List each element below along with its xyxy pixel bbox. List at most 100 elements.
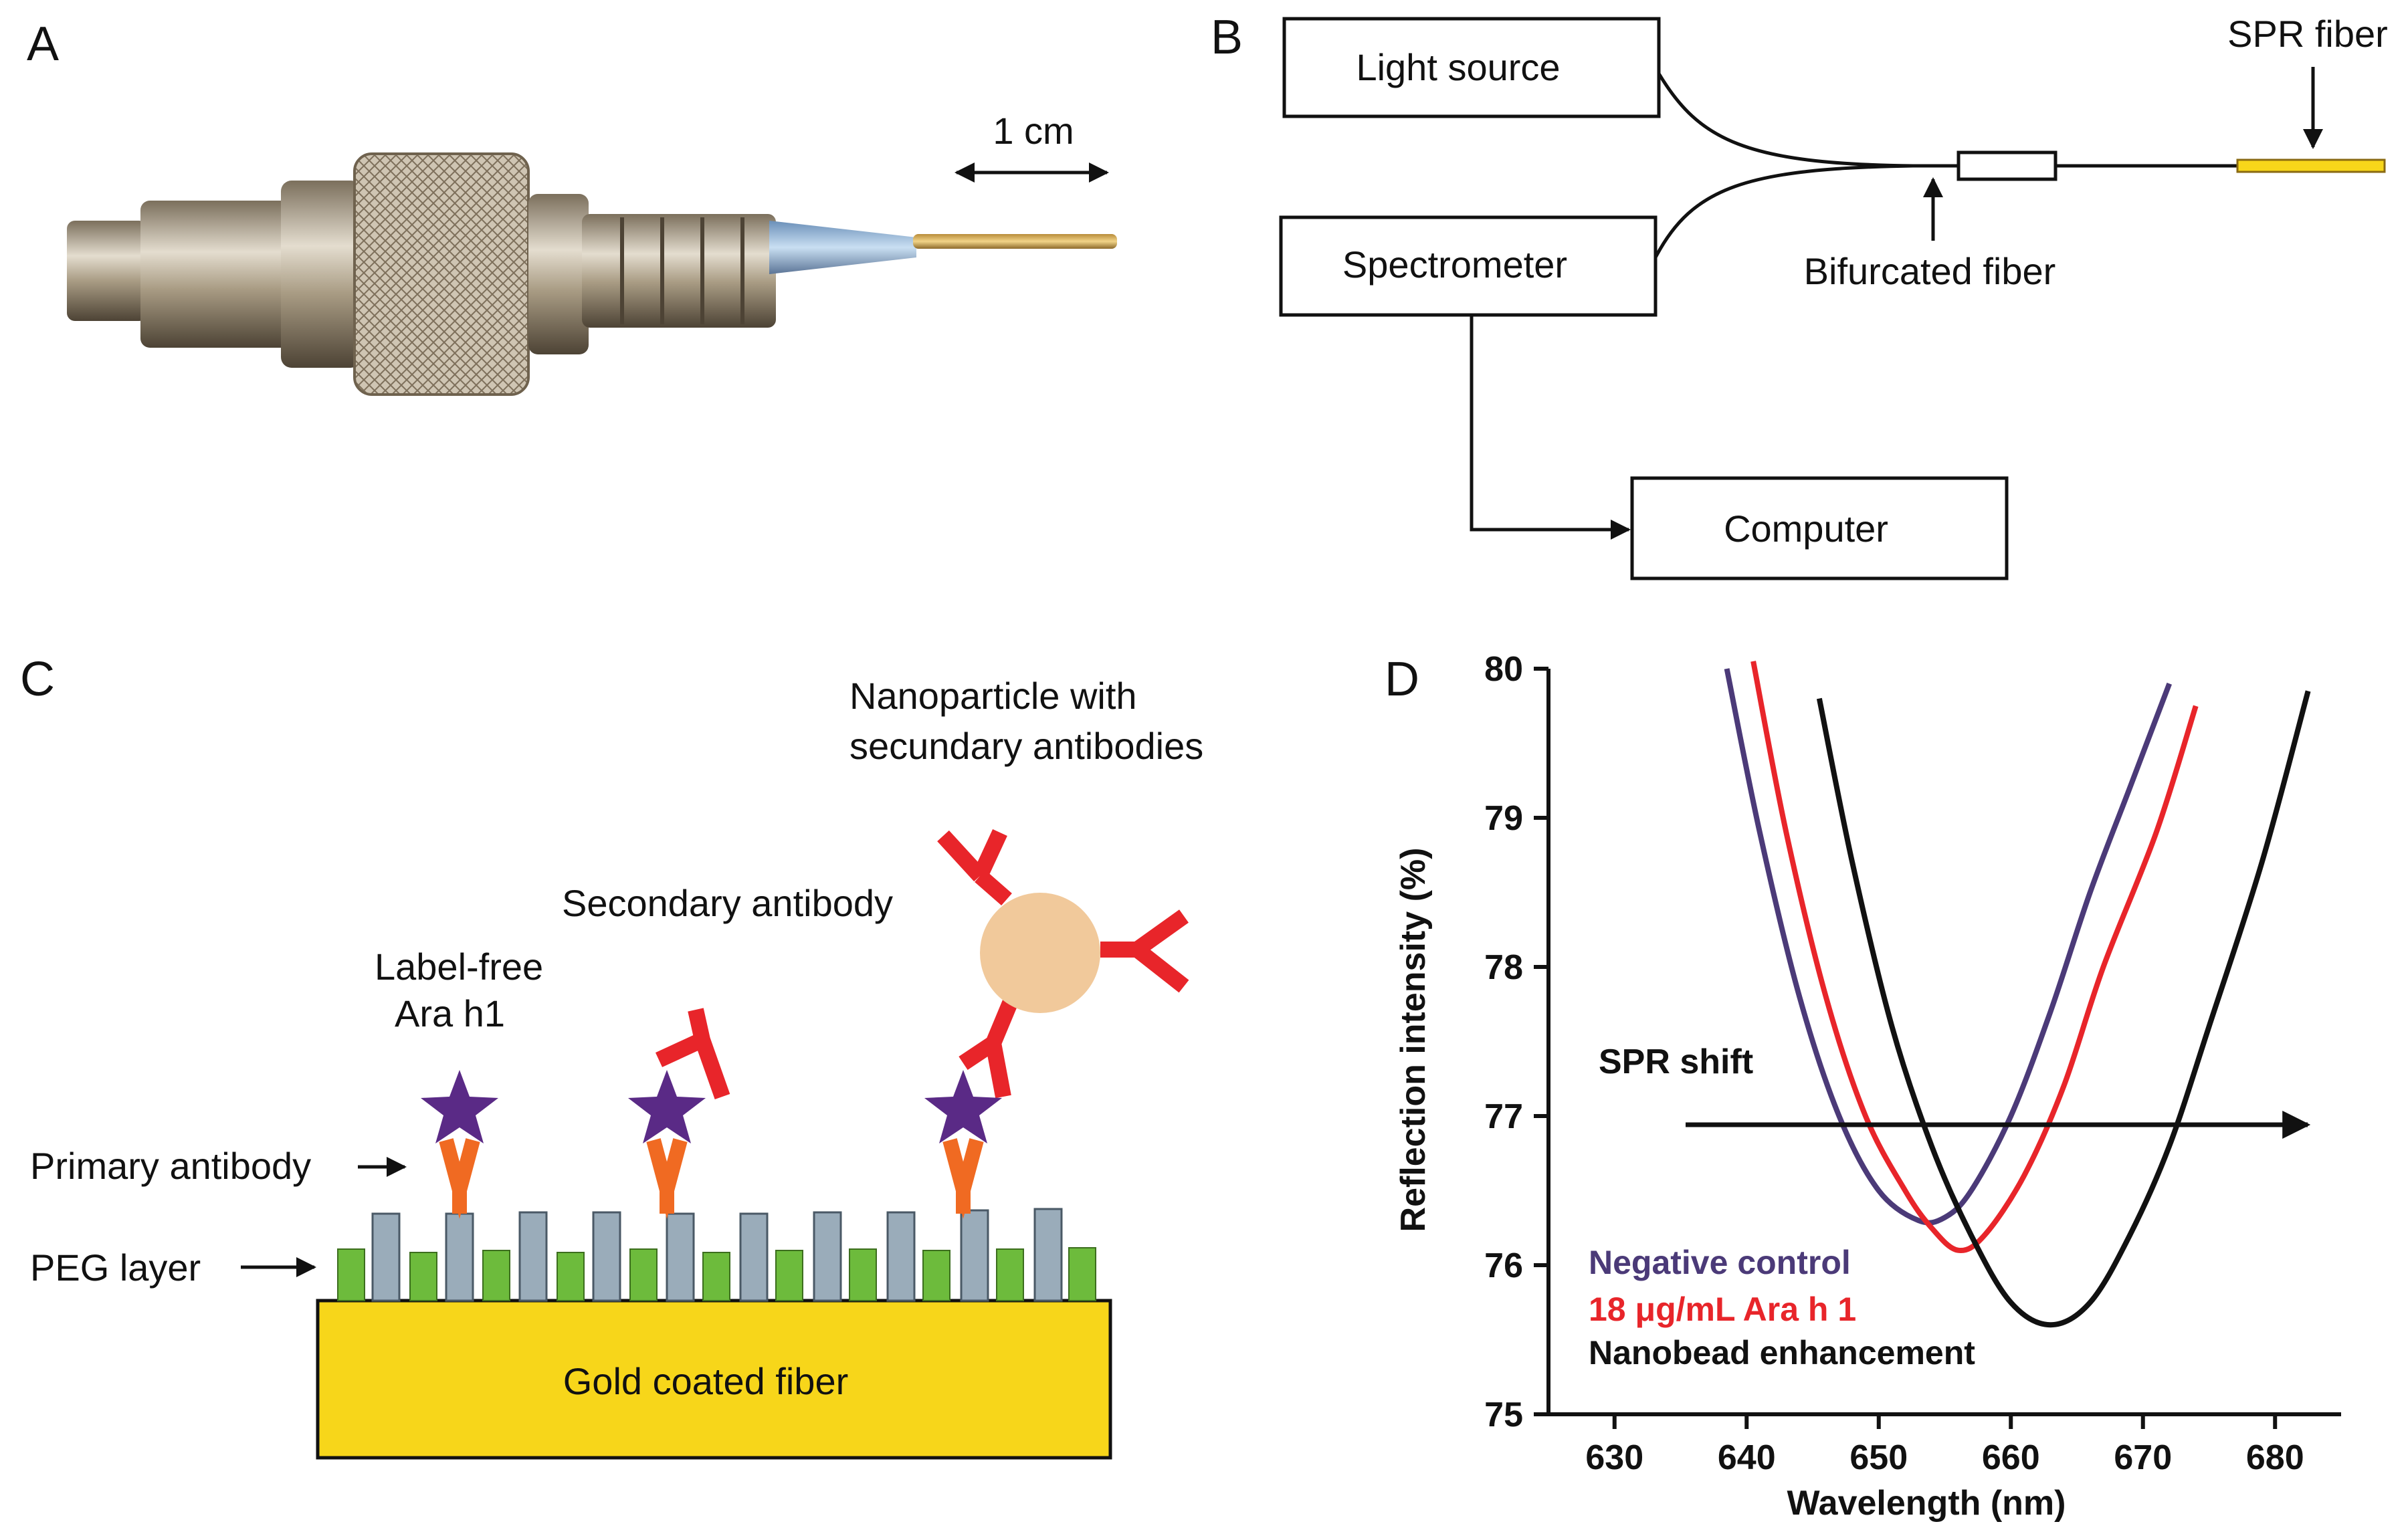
light-source-label: Light source	[1356, 46, 1560, 88]
panel-b: B Light source Spectrometer Computer Bif…	[1211, 11, 2388, 580]
x-tick-label: 670	[2114, 1438, 2172, 1477]
secondary-antibody	[959, 1000, 1018, 1099]
y-tick-label: 80	[1484, 650, 1523, 689]
knurled-nut	[353, 152, 530, 396]
peg-block	[922, 1250, 950, 1301]
panel-d-label: D	[1385, 653, 1419, 706]
series-line-3	[1816, 690, 2311, 1328]
nanoparticle-label-line2: secundary antibodies	[849, 725, 1203, 767]
ara-h1-antigen-star	[628, 1070, 706, 1143]
linker-pillar	[739, 1212, 769, 1302]
linker-pillar	[960, 1209, 989, 1302]
connector-body	[140, 201, 308, 348]
primary-antibody-stem	[660, 1184, 674, 1214]
legend-entry: Negative control	[1589, 1244, 1851, 1281]
y-tick-label: 76	[1484, 1246, 1523, 1285]
label-free-label-line2: Ara h1	[395, 992, 505, 1034]
peg-block	[775, 1250, 803, 1301]
light-source-box	[1282, 17, 1661, 118]
gold-coated-fiber	[316, 1299, 1112, 1460]
binding-site-nanoparticle	[924, 829, 1189, 1219]
spr-shift-annotation: SPR shift	[1599, 1042, 1753, 1081]
scale-bar-label: 1 cm	[993, 110, 1074, 152]
fiber-branch-lower	[1653, 164, 1914, 259]
spr-fiber-tip	[913, 234, 1117, 249]
linker-pillar	[813, 1211, 842, 1302]
legend-entry: 18 μg/mL Ara h 1	[1589, 1291, 1856, 1328]
peg-block	[482, 1250, 510, 1301]
linker-pillar	[445, 1212, 474, 1302]
panel-c: C Gold coated fiber	[20, 653, 1203, 1460]
y-axis-title: Reflection intensity (%)	[1394, 848, 1433, 1232]
ara-h1-antigen-star	[421, 1070, 498, 1143]
binding-site-label-free	[421, 1070, 498, 1219]
panel-a-label: A	[27, 17, 59, 71]
spectrometer-to-computer-connector	[1470, 315, 1631, 540]
computer-box	[1630, 476, 2009, 580]
panel-c-label: C	[20, 653, 55, 706]
series-line-2	[1750, 661, 2199, 1254]
housing-grooves	[620, 217, 744, 324]
x-tick-label: 660	[1982, 1438, 2040, 1477]
linker-pillar	[371, 1212, 401, 1302]
gold-fiber-label: Gold coated fiber	[563, 1360, 848, 1402]
primary-antibody	[942, 1138, 984, 1219]
y-tick-label: 78	[1484, 948, 1523, 987]
series-layer	[1724, 661, 2311, 1328]
peg-layer-label: PEG layer	[30, 1246, 201, 1289]
peg-block	[1068, 1247, 1096, 1301]
label-free-label-line1: Label-free	[375, 946, 543, 988]
ferrule-taper	[769, 221, 916, 274]
peg-block	[629, 1248, 658, 1301]
connector-ferrule-housing	[582, 214, 776, 328]
legend: Negative control 18 μg/mL Ara h 1 Nanobead…	[1589, 1244, 1975, 1371]
spectrometer-label: Spectrometer	[1342, 243, 1567, 286]
linker-pillar	[592, 1211, 621, 1302]
secondary-antibody-label: Secondary antibody	[562, 882, 893, 924]
spr-fiber-label: SPR fiber	[2227, 13, 2388, 55]
secondary-antibody	[655, 1008, 730, 1099]
x-tick-label: 680	[2246, 1438, 2304, 1477]
legend-entry: Nanobead enhancement	[1589, 1334, 1975, 1371]
panel-b-label: B	[1211, 11, 1243, 64]
peg-block	[849, 1248, 877, 1301]
peg-block	[337, 1248, 365, 1301]
x-tick-label: 650	[1849, 1438, 1908, 1477]
series-line-1	[1724, 668, 2172, 1226]
primary-antibody-stem	[452, 1184, 467, 1214]
peg-layer	[337, 1247, 1096, 1301]
peg-block	[702, 1252, 730, 1301]
linker-pillar	[518, 1211, 548, 1302]
nanoparticle	[980, 893, 1100, 1013]
y-tick-label: 77	[1484, 1097, 1523, 1136]
linker-pillar	[666, 1212, 695, 1302]
y-tick-label: 75	[1484, 1396, 1523, 1434]
primary-antibody-stem	[956, 1184, 971, 1214]
primary-antibody	[646, 1138, 688, 1219]
binding-site-secondary	[628, 1008, 730, 1219]
nanoparticle-antibody-right	[1100, 909, 1189, 993]
fiber-coupler	[1956, 150, 2058, 181]
connector-back-cap	[67, 221, 147, 321]
ara-h1-antigen-star	[924, 1070, 1002, 1143]
fiber-branch-upper	[1657, 72, 1914, 168]
x-ticks: 630 640 650 660 670 680	[1585, 1414, 2304, 1477]
spr-fiber-sensor	[2236, 158, 2386, 173]
linker-pillars	[371, 1208, 1063, 1302]
x-tick-label: 630	[1585, 1438, 1643, 1477]
connector-flange	[528, 194, 589, 354]
computer-label: Computer	[1724, 508, 1888, 550]
connector-ring	[281, 181, 361, 368]
nanoparticle-label-line1: Nanoparticle with	[849, 675, 1137, 717]
spectrometer-box	[1279, 215, 1658, 317]
fiber-connector-photo	[67, 152, 1117, 396]
peg-block	[409, 1252, 437, 1301]
nanoparticle-antibody-top	[937, 829, 1012, 906]
peg-block	[996, 1248, 1024, 1301]
peg-block	[557, 1252, 585, 1301]
bifurcated-fiber-label: Bifurcated fiber	[1804, 250, 2056, 292]
x-tick-label: 640	[1718, 1438, 1776, 1477]
